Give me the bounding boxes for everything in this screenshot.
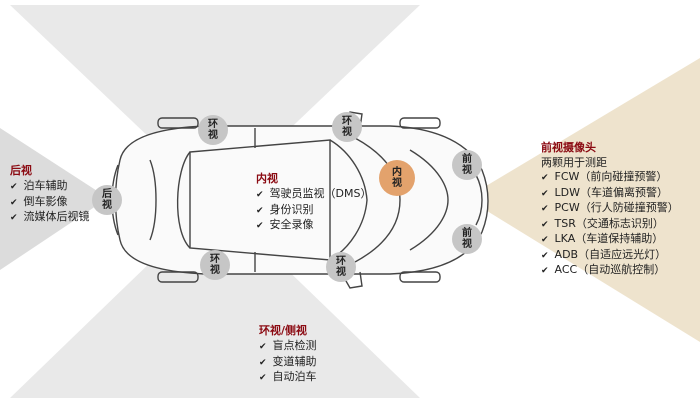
rear-view-list: 泊车辅助 倒车影像 流媒体后视镜	[10, 179, 90, 226]
list-item: ACC（自动巡航控制）	[541, 263, 679, 279]
bubble-char: 视	[342, 127, 352, 138]
bubble-char: 后	[102, 189, 112, 200]
interior-view-title: 内视	[256, 172, 278, 185]
list-item: ADB（自适应远光灯）	[541, 248, 679, 264]
top-beam	[10, 5, 420, 200]
surround-camera-top-left-bubble: 环 视	[198, 115, 228, 145]
list-item: 安全录像	[256, 218, 372, 234]
front-camera-subtitle: 两颗用于测距	[541, 156, 607, 169]
bubble-char: 视	[102, 200, 112, 211]
list-item: LDW（车道偏离预警）	[541, 186, 679, 202]
front-camera-bottom-bubble: 前 视	[452, 224, 482, 254]
bubble-char: 环	[208, 119, 218, 130]
bubble-char: 视	[462, 165, 472, 176]
bubble-char: 视	[210, 265, 220, 276]
rear-view-title: 后视	[10, 164, 32, 177]
rear-camera-bubble: 后 视	[92, 185, 122, 215]
list-item: 驾驶员监视（DMS）	[256, 187, 372, 203]
bubble-char: 视	[462, 239, 472, 250]
bubble-char: 视	[208, 130, 218, 141]
surround-view-title: 环视/侧视	[259, 324, 308, 337]
list-item: 流媒体后视镜	[10, 210, 90, 226]
bubble-char: 环	[210, 254, 220, 265]
surround-camera-bottom-left-bubble: 环 视	[200, 250, 230, 280]
list-item: 倒车影像	[10, 195, 90, 211]
bubble-char: 前	[462, 154, 472, 165]
front-camera-title: 前视摄像头	[541, 141, 596, 154]
surround-camera-top-right-bubble: 环 视	[332, 112, 362, 142]
list-item: 泊车辅助	[10, 179, 90, 195]
bubble-char: 内	[392, 167, 402, 178]
front-camera-list: FCW（前向碰撞预警） LDW（车道偏离预警） PCW（行人防碰撞预警） TSR…	[541, 170, 679, 279]
interior-view-list: 驾驶员监视（DMS） 身份识别 安全录像	[256, 187, 372, 234]
list-item: 身份识别	[256, 203, 372, 219]
list-item: PCW（行人防碰撞预警）	[541, 201, 679, 217]
list-item: 变道辅助	[259, 355, 317, 371]
list-item: 自动泊车	[259, 370, 317, 386]
bubble-char: 视	[392, 178, 402, 189]
surround-view-list: 盲点检测 变道辅助 自动泊车	[259, 339, 317, 386]
bottom-beam	[10, 200, 420, 398]
bubble-char: 环	[336, 256, 346, 267]
list-item: FCW（前向碰撞预警）	[541, 170, 679, 186]
list-item: LKA（车道保持辅助）	[541, 232, 679, 248]
bubble-char: 环	[342, 116, 352, 127]
interior-camera-bubble: 内 视	[379, 160, 415, 196]
bubble-char: 视	[336, 267, 346, 278]
surround-camera-bottom-right-bubble: 环 视	[326, 252, 356, 282]
list-item: TSR（交通标志识别）	[541, 217, 679, 233]
list-item: 盲点检测	[259, 339, 317, 355]
front-camera-top-bubble: 前 视	[452, 150, 482, 180]
bubble-char: 前	[462, 228, 472, 239]
